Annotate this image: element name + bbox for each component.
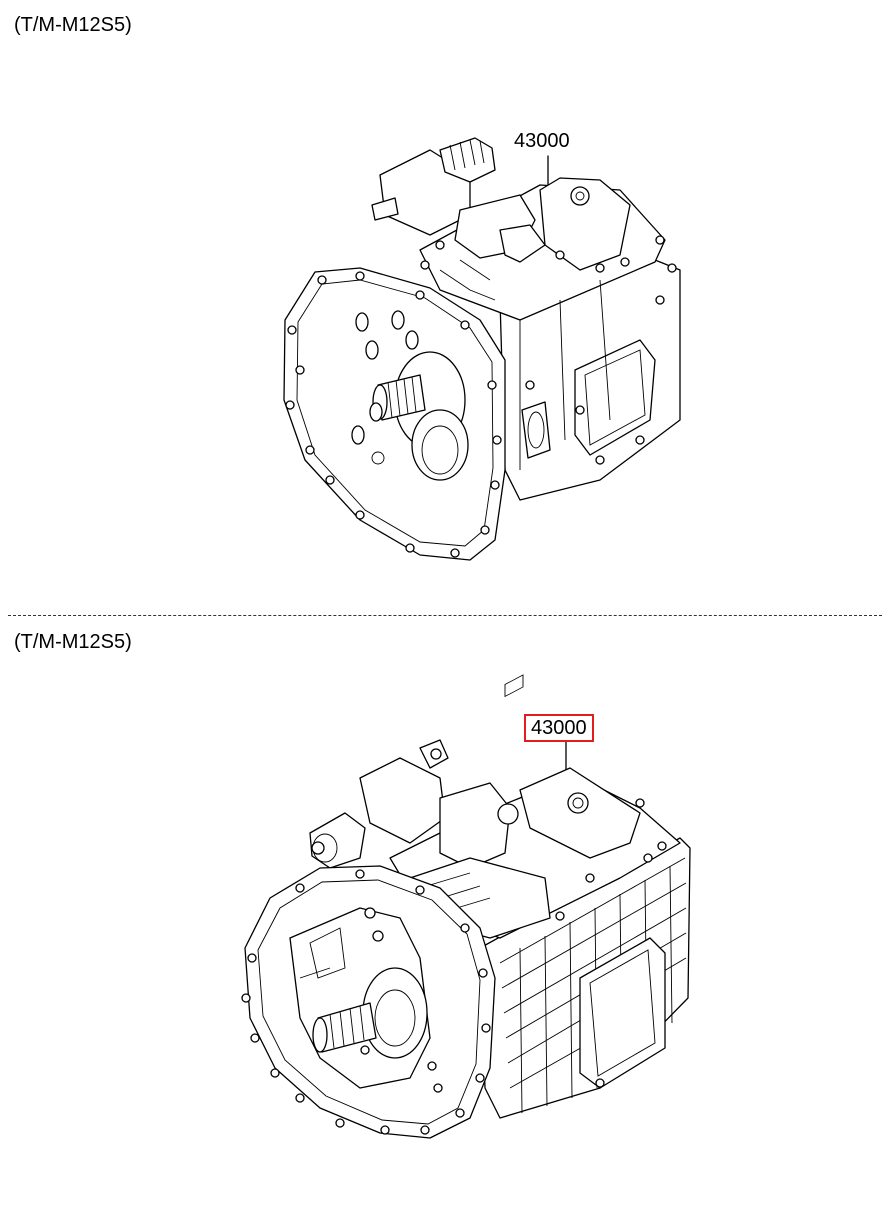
diagram-panel-bottom: (T/M-M12S5) xyxy=(0,618,886,1211)
inspection-plate xyxy=(579,937,666,1089)
part-number-callout-bottom[interactable]: 43000 xyxy=(524,714,594,742)
transmission-drawing-top xyxy=(283,137,681,561)
bell-housing-bolts xyxy=(241,869,491,1135)
studs xyxy=(351,310,419,445)
model-label-top: (T/M-M12S5) xyxy=(14,14,132,36)
shift-housing xyxy=(359,757,446,844)
model-label-bottom: (T/M-M12S5) xyxy=(14,631,132,653)
case-bolts xyxy=(555,798,667,1088)
case-ribs xyxy=(504,674,524,698)
side-cover xyxy=(574,339,656,456)
part-number-callout-top[interactable]: 43000 xyxy=(514,130,570,152)
shift-tower xyxy=(539,177,631,271)
diagram-panel-top: (T/M-M12S5) xyxy=(14,14,681,561)
transmission-drawing-bottom xyxy=(241,674,691,1139)
case-bolts xyxy=(420,235,677,465)
air-cylinder xyxy=(309,812,366,869)
panel-divider xyxy=(8,615,882,616)
bell-housing-bolts xyxy=(285,271,502,558)
